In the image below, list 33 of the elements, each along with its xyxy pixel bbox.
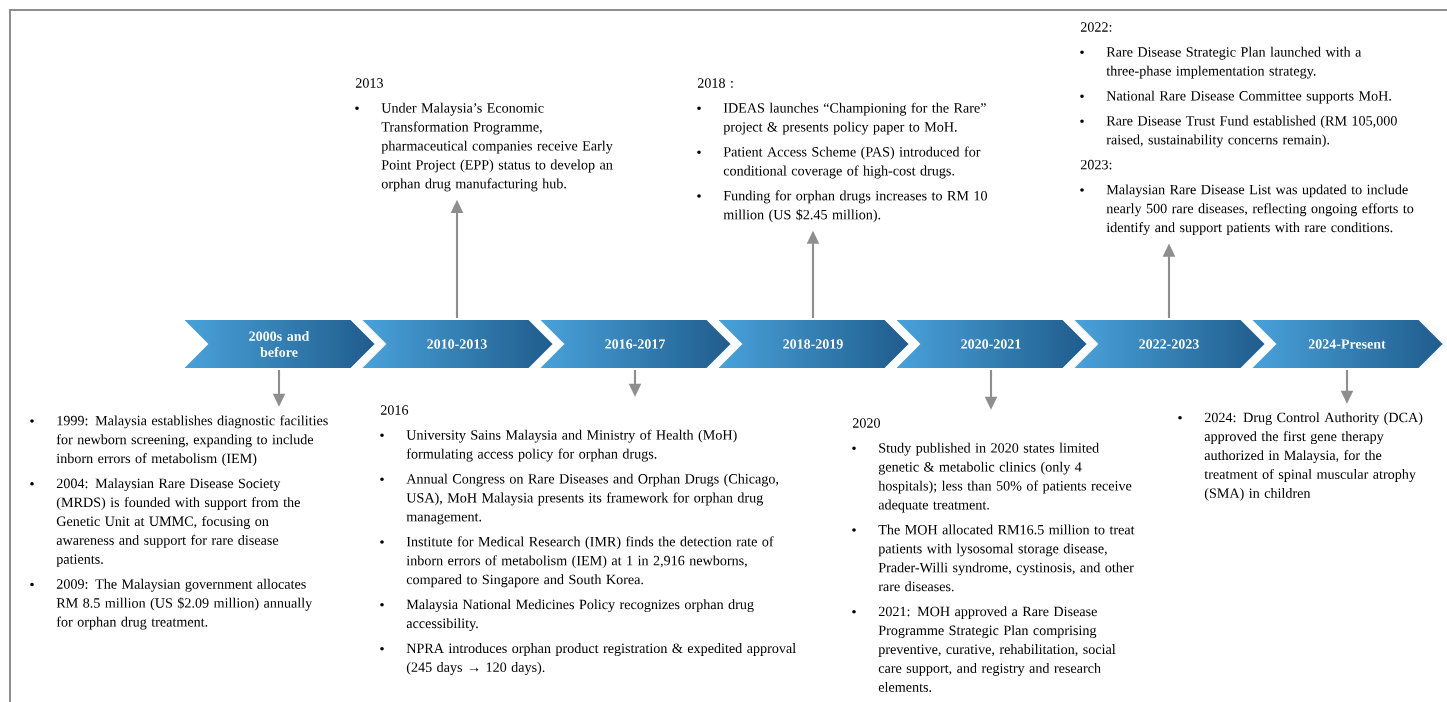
year-heading: 2022: [1080, 22, 1112, 32]
bullet-item: Funding for orphan drugs increases to RM 10 million (US $2.45 million). [697, 190, 987, 223]
period-banner: 2024-Present [1247, 318, 1446, 370]
period-banner: 2022-2023 [1069, 318, 1268, 370]
bullet-item: 2009: The Malaysian government allocates RM 8.5 million (US $2.09 million) annually for orphan drug treatment. [30, 578, 313, 630]
bullet-item: Under Malaysia’s Economic Transformation Programme, pharmaceutical companies receive Early Point Project (EPP) status to develop an orphan drug manufacturing hub. [355, 102, 613, 192]
bullet-item: Rare Disease Strategic Plan launched with a three-phase implementation strategy. [1080, 46, 1362, 79]
bullet-item: University Sains Malaysia and Ministry of Health (MoH) formulating access policy for orphan drugs. [380, 429, 737, 462]
period-banner: 2018-2019 [713, 318, 912, 370]
year-heading: 2013 [355, 78, 383, 88]
bullet-item: Malaysia National Medicines Policy recognizes orphan drug accessibility. [380, 599, 754, 632]
bullet-item: 2024: Drug Control Authority (DCA) approved the first gene therapy authorized in Malaysia, for the treatment of spinal muscular atrophy (SMA) in children [1178, 412, 1423, 501]
period-banner: 2016-2017 [535, 318, 734, 370]
period-banner: 2000s and before [179, 318, 378, 370]
year-heading: 2020 [852, 418, 880, 428]
bullet-item: Rare Disease Trust Fund established (RM 105,000 raised, sustainability concerns remain). [1080, 115, 1397, 148]
year-heading: 2018 : [697, 78, 733, 88]
year-heading: 2023: [1080, 159, 1112, 170]
bullet-item: 2021: MOH approved a Rare Disease Programme Strategic Plan comprising preventive, curative, rehabilitation, social care support, and registry and research elements. [852, 606, 1116, 692]
bullet-item: IDEAS launches “Championing for the Rare” project & presents policy paper to MoH. [697, 102, 986, 135]
bullet-item: Annual Congress on Rare Diseases and Orphan Drugs (Chicago, USA), MoH Malaysia presents its framework for orphan drug management. [380, 473, 779, 525]
period-banner: 2020-2021 [891, 318, 1090, 370]
bullet-item: National Rare Disease Committee supports MoH. [1080, 90, 1391, 104]
year-heading: 2016 [380, 405, 409, 415]
bullet-item: Institute for Medical Research (IMR) finds the detection rate of inborn errors of metabolism (IEM) at 1 in 2,916 newborns, compared to Singapore and South Korea. [380, 536, 774, 588]
bullet-item: NPRA introduces orphan product registration & expedited approval (245 days → 120 days). [380, 643, 796, 675]
bullet-item: The MOH allocated RM16.5 million to treat patients with lysosomal storage disease, Prader-Willi syndrome, cystinosis, and other rare diseases. [852, 524, 1135, 592]
bullet-item: 1999: Malaysia establishes diagnostic facilities for newborn screening, expanding to include inborn errors of metabolism (IEM) [30, 415, 328, 467]
bullet-item: Patient Access Scheme (PAS) introduced for conditional coverage of high-cost drugs. [697, 146, 981, 179]
bullet-item: 2004: Malaysian Rare Disease Society (MRDS) is founded with support from the Genetic Unit at UMMC, focusing on awareness and support for rare disease patients. [30, 478, 300, 567]
period-banner: 2010-2013 [357, 318, 556, 370]
bullet-item: Malaysian Rare Disease List was updated to include nearly 500 rare diseases, reflecting ongoing efforts to identify and support patients with rare conditions. [1080, 184, 1414, 236]
bullet-item: Study published in 2020 states limited genetic & metabolic clinics (only 4 hospitals); less than 50% of patients receive adequate treatment. [852, 442, 1132, 513]
